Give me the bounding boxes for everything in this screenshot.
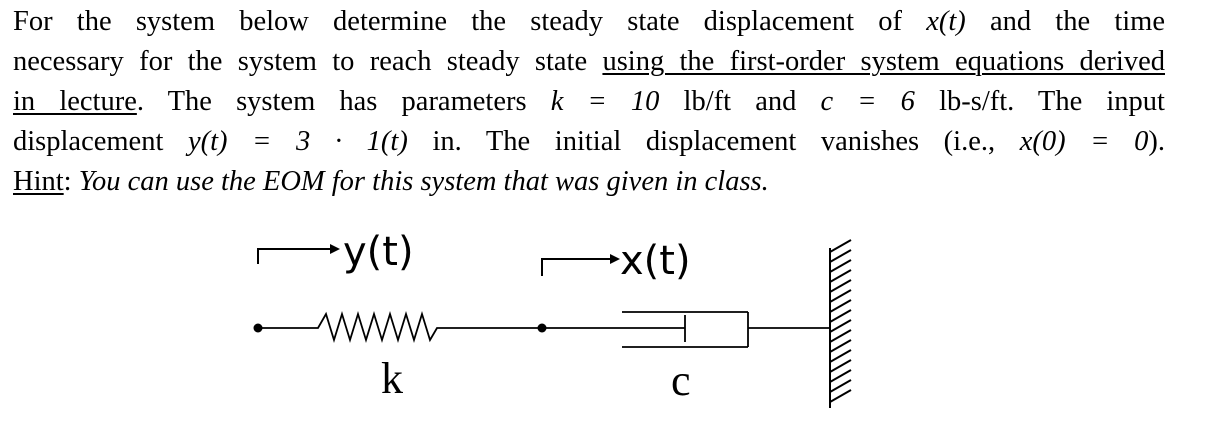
math-x-of-t: x(t) [926, 6, 966, 37]
text-segment: displacement [13, 126, 188, 157]
damping-coefficient-label: c [671, 356, 691, 405]
math-input-displacement: y(t) = 3 · 1(t) [188, 126, 408, 157]
output-displacement-label: x(t) [620, 238, 691, 284]
hint-line: Hint: You can use the EOM for this syste… [13, 162, 1165, 202]
hint-text: You can use the EOM for this system that… [78, 166, 769, 197]
problem-statement: For the system below determine the stead… [13, 2, 1165, 202]
problem-line-2: necessary for the system to reach steady… [13, 42, 1165, 82]
text-segment: in. The initial displacement vanishes (i… [407, 126, 1020, 157]
text-segment: For the system below determine the stead… [13, 6, 927, 37]
output-displacement-arrow [541, 254, 620, 276]
fixed-wall [829, 239, 852, 408]
text-segment: lb/ft and [659, 86, 821, 117]
math-c-value: c = 6 [820, 86, 915, 117]
math-k-value: k = 10 [550, 86, 660, 117]
text-segment: lb-s/ft. The input [914, 86, 1165, 117]
text-segment: . The system has parameters [136, 86, 551, 117]
problem-line-4: displacement y(t) = 3 · 1(t) in. The ini… [13, 122, 1165, 162]
spring-constant-label: k [381, 354, 403, 403]
text-segment: necessary for the system to reach steady… [13, 46, 603, 77]
text-segment: and the time [965, 6, 1165, 37]
hint-label: Hint [13, 166, 64, 197]
text-segment: ). [1148, 126, 1165, 157]
input-displacement-arrow [257, 244, 340, 264]
problem-line-1: For the system below determine the stead… [13, 2, 1165, 42]
underlined-phrase: in lecture [13, 86, 137, 117]
damper [542, 311, 830, 348]
input-displacement-label: y(t) [343, 229, 414, 275]
problem-line-3: in lecture. The system has parameters k … [13, 82, 1165, 122]
math-initial-condition: x(0) = 0 [1019, 126, 1149, 157]
spring [258, 310, 542, 344]
hint-colon: : [63, 166, 79, 197]
underlined-phrase: using the first-order system equations d… [602, 46, 1165, 77]
